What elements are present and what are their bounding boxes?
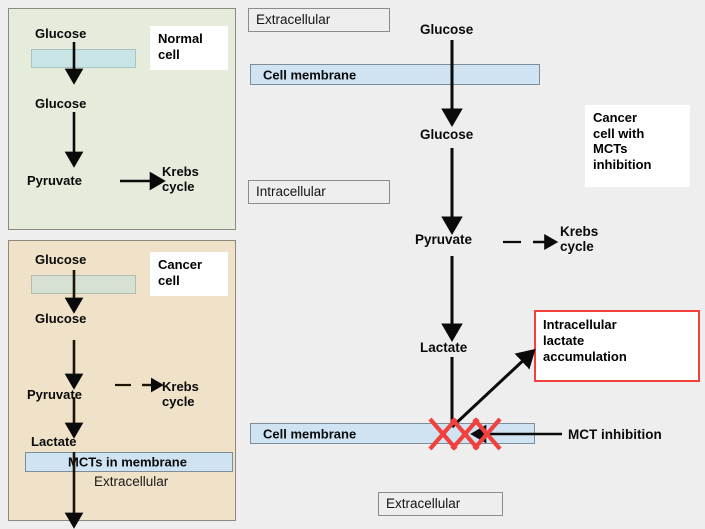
cancer-pyruvate-label: Pyruvate [27,387,82,402]
normal-glucose-intracellular-label: Glucose [35,96,87,111]
main-intracellular-box: Intracellular [248,180,390,204]
cancer-cell-title-box: Cancer cell [150,252,228,296]
cancer-extracellular-label: Extracellular [94,474,169,489]
main-cell-membrane-bottom: Cell membrane [250,423,535,444]
main-cancer-cell-title-box: Cancer cell with MCTs inhibition [585,105,690,187]
main-krebs-cycle-label: Krebs cycle [560,224,599,254]
main-cell-membrane-top: Cell membrane [250,64,540,85]
normal-pyruvate-label: Pyruvate [27,173,82,188]
main-cell-membrane-top-label: Cell membrane [263,67,357,82]
main-lactate-label: Lactate [420,340,468,355]
cancer-glucose-extracellular-label: Glucose [35,252,87,267]
cancer-cell-membrane-band [31,275,136,294]
normal-cell-membrane-band [31,49,136,68]
main-extracellular-top-box: Extracellular [248,8,390,32]
main-glucose-extracellular-label: Glucose [420,22,474,37]
main-cell-membrane-bottom-label: Cell membrane [263,426,357,441]
cancer-krebs-cycle-label: Krebs cycle [162,379,199,409]
normal-krebs-cycle-label: Krebs cycle [162,164,199,194]
normal-cell-title-box: Normal cell [150,26,228,70]
mcts-in-membrane-label: MCTs in membrane [68,454,187,470]
mcts-in-membrane-bar: MCTs in membrane [25,452,233,472]
main-extracellular-bottom-box: Extracellular [378,492,503,516]
main-lactate-accumulation-arrow [450,348,536,429]
panel-normal-cell: Glucose Glucose Pyruvate Krebs cycle Nor… [8,8,236,230]
main-pyruvate-label: Pyruvate [415,232,473,247]
main-glucose-intracellular-label: Glucose [420,127,474,142]
panel-cancer-cell: Glucose Glucose Pyruvate Krebs cycle Lac… [8,240,236,521]
mct-inhibition-label: MCT inhibition [568,427,662,442]
intracellular-lactate-accumulation-box: Intracellular lactate accumulation [534,310,700,382]
normal-glucose-extracellular-label: Glucose [35,26,87,41]
cancer-glucose-intracellular-label: Glucose [35,311,87,326]
cancer-lactate-label: Lactate [31,434,77,449]
